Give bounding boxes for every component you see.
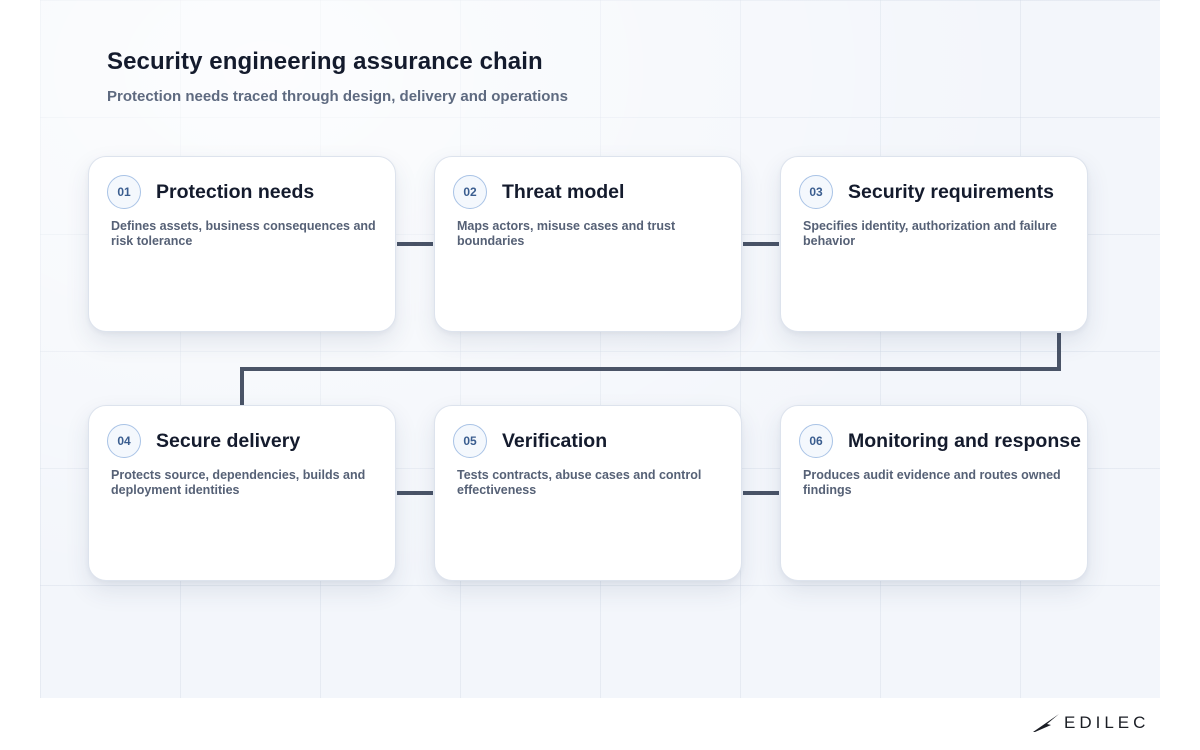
step-card-threat-model: 02 Threat model Maps actors, misuse case… [434, 156, 742, 332]
step-number-badge: 03 [799, 175, 833, 209]
step-description: Protects source, dependencies, builds an… [111, 468, 366, 497]
step-card-secure-delivery: 04 Secure delivery Protects source, depe… [88, 405, 396, 581]
step-title: Threat model [502, 181, 625, 203]
swoosh-logo-icon [1033, 714, 1059, 732]
page-title: Security engineering assurance chain [107, 48, 543, 75]
step-card-verification: 05 Verification Tests contracts, abuse c… [434, 405, 742, 581]
step-card-security-requirements: 03 Security requirements Specifies ident… [780, 156, 1088, 332]
step-title: Secure delivery [156, 430, 301, 452]
step-number-badge: 04 [107, 424, 141, 458]
step-number-badge: 02 [453, 175, 487, 209]
background-highlight [40, 0, 1160, 698]
step-description: Defines assets, business consequences an… [111, 219, 376, 248]
step-card-monitoring-and-response: 06 Monitoring and response Produces audi… [780, 405, 1088, 581]
step-number-badge: 05 [453, 424, 487, 458]
step-description: Maps actors, misuse cases and trust boun… [457, 219, 676, 248]
step-title: Monitoring and response [848, 430, 1081, 452]
step-title: Security requirements [848, 181, 1054, 203]
step-number-badge: 06 [799, 424, 833, 458]
page-subtitle: Protection needs traced through design, … [107, 88, 568, 105]
brand-logo: EDILEC [1032, 711, 1149, 735]
step-title: Protection needs [156, 181, 315, 203]
step-description: Specifies identity, authorization and fa… [803, 219, 1057, 248]
step-description: Produces audit evidence and routes owned… [803, 468, 1061, 497]
connector-03-04 [240, 333, 1061, 405]
step-description: Tests contracts, abuse cases and control… [457, 468, 702, 497]
step-card-protection-needs: 01 Protection needs Defines assets, busi… [88, 156, 396, 332]
step-title: Verification [502, 430, 608, 452]
step-number-badge: 01 [107, 175, 141, 209]
brand-name: EDILEC [1064, 713, 1150, 732]
